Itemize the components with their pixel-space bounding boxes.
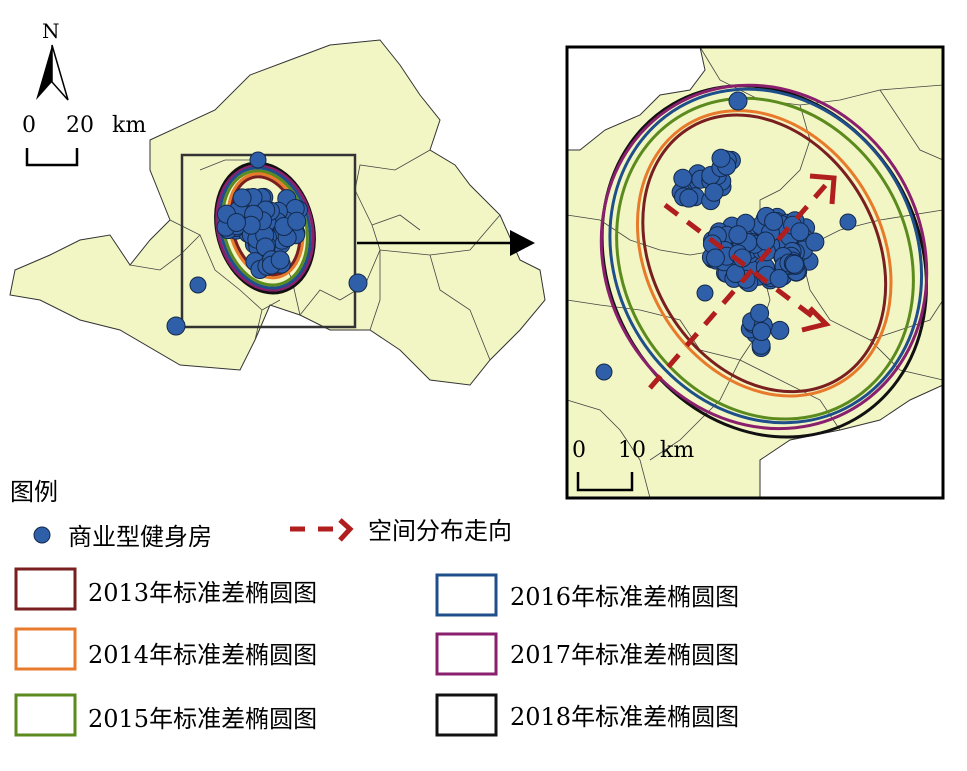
- gym-point: [249, 151, 267, 169]
- zoom-arrow-head: [510, 230, 535, 256]
- gym-point: [595, 363, 613, 381]
- legend-swatch-2014: [14, 627, 77, 671]
- gym-point: [728, 91, 748, 111]
- overview-scale-line: [25, 148, 79, 167]
- inset-points: [595, 91, 857, 381]
- direction-arrow-se-head: [801, 306, 831, 333]
- gym-point: [189, 276, 207, 294]
- overview-scale-value: 20: [66, 113, 94, 138]
- legend: 图例 商业型健身房 空间分布走向 2013年标准差椭圆图 2014年标准差椭圆图…: [10, 478, 739, 737]
- gym-point: [227, 213, 246, 232]
- direction-arrows: [648, 173, 837, 390]
- overview-map: [9, 39, 546, 386]
- legend-swatch-2016: [435, 573, 498, 617]
- inset-map: 0 10 km: [565, 45, 945, 500]
- overview-points: [166, 151, 368, 336]
- north-arrow: N: [36, 19, 69, 101]
- inset-ellipse-2014: [635, 109, 893, 398]
- inset-extent-box: [180, 153, 357, 329]
- legend-label-2014: 2014年标准差椭圆图: [88, 641, 317, 669]
- ellipse-2017: [215, 164, 315, 292]
- inset-scale-unit: km: [660, 438, 694, 463]
- direction-arrow-ne-line: [648, 178, 832, 390]
- gym-point: [785, 254, 804, 274]
- inset-scale-zero: 0: [572, 438, 586, 463]
- gym-point: [839, 213, 857, 231]
- legend-swatch-2013: [14, 567, 77, 611]
- legend-swatch-2015: [14, 693, 77, 737]
- legend-point-label: 商业型健身房: [68, 523, 212, 551]
- legend-arrow-symbol: [290, 518, 354, 542]
- inset-scale-value: 10: [618, 438, 646, 463]
- gym-point: [805, 232, 825, 252]
- gym-point: [769, 269, 789, 288]
- inset-ellipses: [599, 83, 929, 439]
- inset-ellipse-2015: [615, 96, 915, 421]
- legend-swatch-2018: [435, 693, 498, 737]
- gym-point: [770, 320, 790, 340]
- overview-scale-zero: 0: [22, 113, 36, 138]
- gym-point: [270, 250, 290, 270]
- legend-label-2015: 2015年标准差椭圆图: [88, 705, 317, 733]
- gym-point: [232, 188, 252, 208]
- legend-label-2013: 2013年标准差椭圆图: [88, 579, 317, 607]
- inset-scale-bar: 0 10 km: [572, 438, 694, 492]
- inset-white-area-top: [566, 46, 706, 151]
- legend-label-2018: 2018年标准差椭圆图: [510, 703, 739, 731]
- inset-ellipse-2017: [599, 83, 929, 431]
- legend-label-2017: 2017年标准差椭圆图: [510, 641, 739, 669]
- legend-arrow-label: 空间分布走向: [368, 517, 512, 545]
- gym-point: [696, 284, 714, 302]
- ellipse-2016: [218, 166, 312, 290]
- north-label: N: [42, 19, 60, 43]
- gym-point: [756, 231, 776, 251]
- gym-point: [764, 211, 784, 231]
- gym-point: [166, 316, 186, 336]
- gym-point: [679, 188, 699, 208]
- direction-arrow-se-line: [663, 203, 822, 324]
- overview-scale-bar: 0 20 km: [22, 113, 146, 167]
- legend-label-2016: 2016年标准差椭圆图: [510, 583, 739, 611]
- gym-point: [705, 248, 725, 268]
- gym-point: [790, 222, 810, 242]
- north-arrow-right-half: [51, 44, 69, 101]
- legend-title: 图例: [10, 478, 58, 506]
- north-arrow-left-half: [36, 45, 52, 100]
- gym-point: [673, 168, 693, 188]
- legend-point-symbol: [33, 526, 51, 544]
- gym-point: [711, 148, 731, 168]
- overview-scale-unit: km: [112, 113, 146, 138]
- inset-ellipse-2013: [641, 113, 888, 394]
- gym-point: [287, 211, 307, 231]
- gym-point: [728, 225, 748, 245]
- direction-arrow-ne-head: [809, 173, 837, 205]
- gym-point: [348, 273, 368, 293]
- gym-point: [704, 182, 724, 202]
- legend-swatch-2017: [435, 632, 498, 676]
- inset-ellipse-2016: [608, 87, 924, 425]
- gym-point: [752, 322, 771, 341]
- gym-point: [750, 303, 770, 323]
- inset-frame: [565, 45, 945, 500]
- inset-scale-line: [576, 472, 634, 492]
